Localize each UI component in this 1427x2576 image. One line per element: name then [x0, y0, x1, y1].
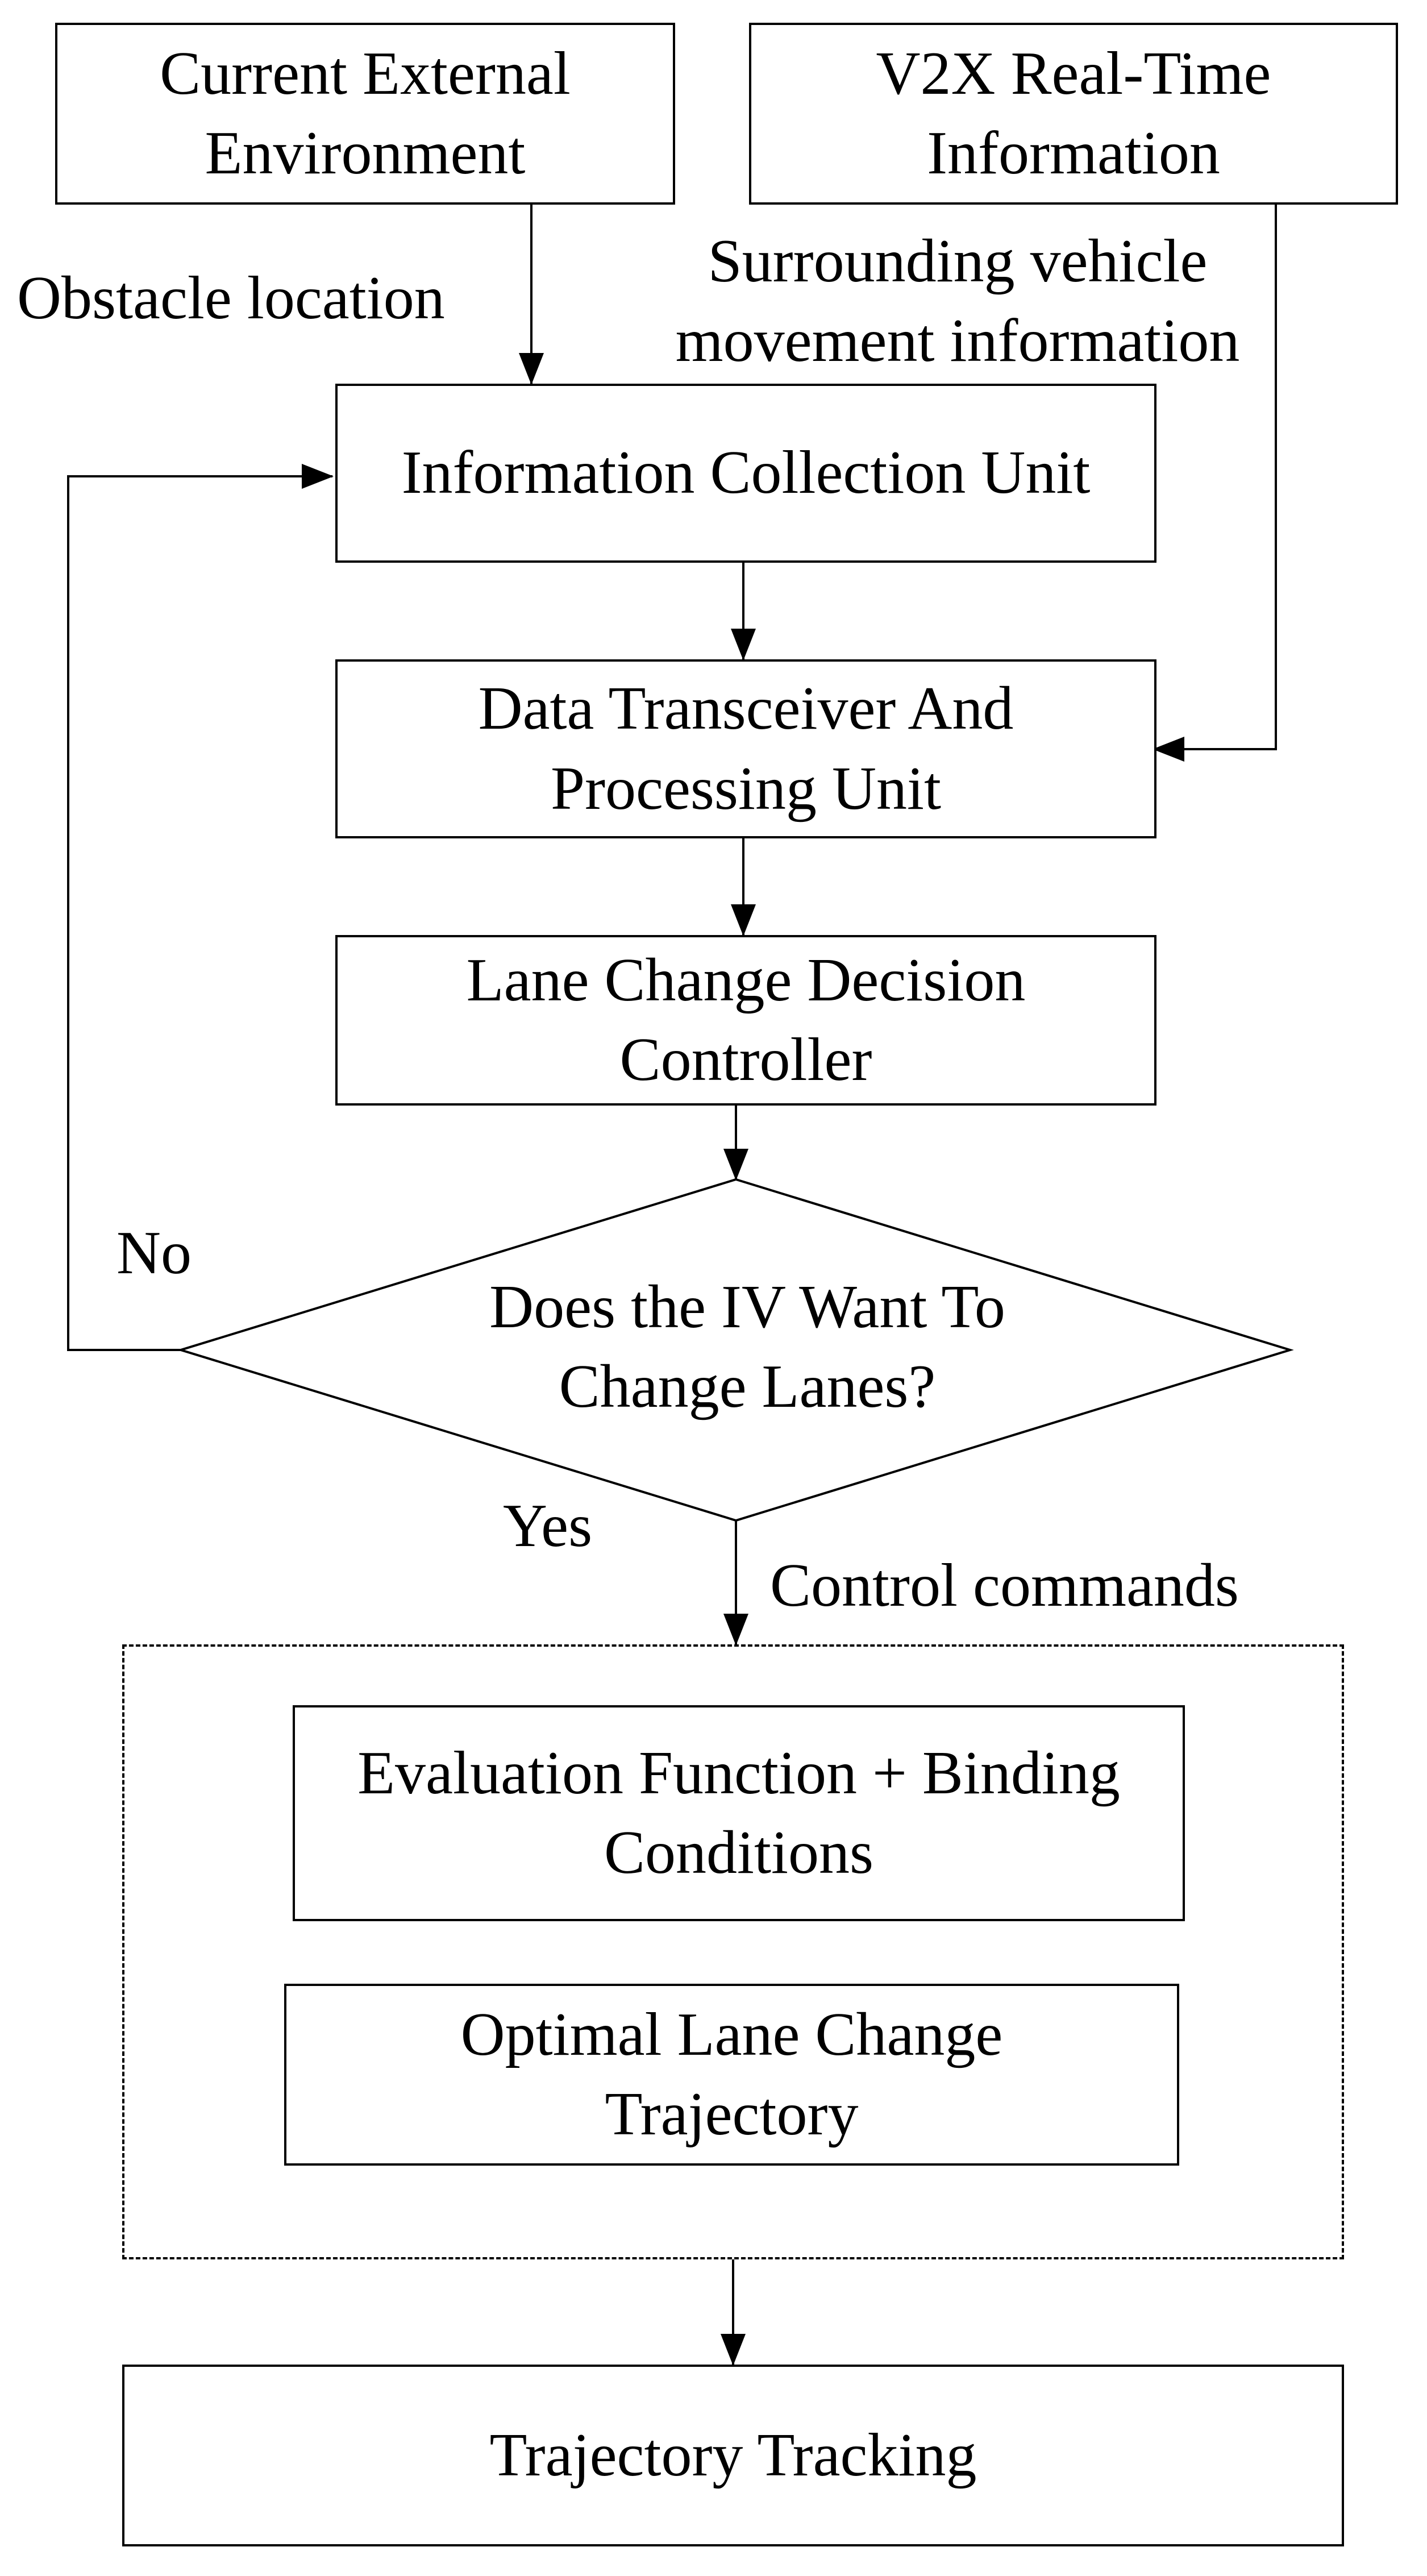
controller-line2: Controller	[619, 1026, 872, 1094]
information-collection-unit-box: Information Collection Unit	[335, 384, 1156, 563]
trajectory-tracking-box: Trajectory Tracking	[122, 2365, 1344, 2546]
optimal-line1: Optimal Lane Change	[460, 2000, 1003, 2068]
surrounding-line2: movement information	[675, 307, 1240, 375]
transceiver-line2: Processing Unit	[551, 754, 941, 822]
obstacle-location-label: Obstacle location	[17, 264, 445, 332]
optimal-line2: Trajectory	[605, 2080, 859, 2148]
transceiver-line1: Data Transceiver And	[478, 675, 1014, 743]
data-transceiver-processing-unit-box: Data Transceiver And Processing Unit	[335, 659, 1156, 838]
edge-decision-no-loop	[67, 464, 334, 1351]
current-external-environment-box: Current External Environment	[55, 23, 675, 205]
no-label: No	[117, 1219, 192, 1287]
decision-line2: Change Lanes?	[559, 1353, 936, 1421]
v2x-line1: V2X Real-Time	[876, 39, 1271, 107]
current-env-line1: Current External	[160, 39, 571, 107]
v2x-real-time-information-box: V2X Real-Time Information	[749, 23, 1398, 205]
trajectory-planning-group	[122, 1644, 1344, 2259]
info-collection-label: Information Collection Unit	[401, 439, 1091, 507]
lane-change-decision-controller-box: Lane Change Decision Controller	[335, 935, 1156, 1106]
surrounding-vehicle-label: Surrounding vehicle movement information	[636, 222, 1279, 381]
decision-line1: Does the IV Want To	[489, 1273, 1005, 1341]
control-commands-label: Control commands	[770, 1552, 1239, 1619]
tracking-label: Trajectory Tracking	[489, 2421, 977, 2489]
current-env-line2: Environment	[205, 119, 526, 187]
evaluation-line2: Conditions	[604, 1819, 874, 1887]
evaluation-line1: Evaluation Function + Binding	[357, 1739, 1120, 1807]
decision-label: Does the IV Want To Change Lanes?	[188, 1268, 1307, 1427]
controller-line1: Lane Change Decision	[466, 946, 1026, 1014]
v2x-line2: Information	[927, 119, 1220, 187]
optimal-lane-change-trajectory-box: Optimal Lane Change Trajectory	[284, 1984, 1179, 2166]
evaluation-function-box: Evaluation Function + Binding Conditions	[293, 1705, 1185, 1921]
surrounding-line1: Surrounding vehicle	[708, 227, 1208, 295]
edge-v2x-to-transceiver	[1153, 205, 1277, 762]
yes-label: Yes	[503, 1492, 593, 1560]
